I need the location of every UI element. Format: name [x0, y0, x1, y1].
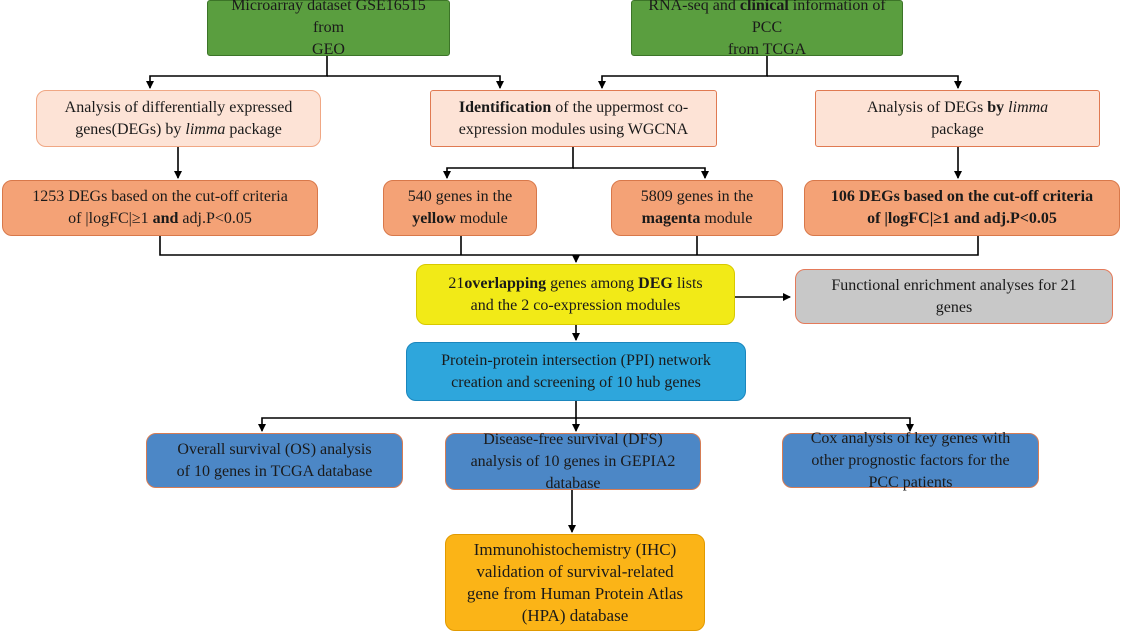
wgcna-line-2: expression modules using WGCNA — [458, 120, 689, 138]
edge-ppi-to-cox — [576, 417, 914, 432]
ihc-line-4: (HPA) database — [521, 605, 629, 625]
dfs-line-2: analysis of 10 genes in GEPIA2 — [470, 452, 676, 470]
ihc-line-2: validation of survival-related — [476, 561, 674, 581]
dfs-line-1: Disease-free survival (DFS) — [483, 430, 663, 448]
overlap-line-1a: 21 — [448, 274, 465, 292]
degs-1253-box: 1253 DEGs based on the cut-off criteria … — [2, 180, 318, 236]
tcga-line-1c: information of PCC — [751, 0, 886, 36]
degs-1253-line-2c: adj.P<0.05 — [178, 210, 252, 227]
cox-analysis-box: Cox analysis of key genes with other pro… — [782, 430, 1039, 491]
edge-merge — [159, 236, 979, 256]
os-analysis-box: Overall survival (OS) analysis of 10 gen… — [146, 433, 403, 488]
degs-106-line-1: 106 DEGs based on the cut-off criteria — [830, 188, 1094, 205]
cox-line-1: Cox analysis of key genes with — [810, 429, 1011, 447]
geo-dataset-box: Microarray dataset GSE16515 from GEO — [207, 0, 450, 58]
yellow-module-line-2a: yellow — [412, 210, 456, 227]
degs-limma-right-line-2: package — [931, 120, 984, 138]
tcga-dataset-box: RNA-seq and clinical information of PCC … — [631, 0, 903, 58]
tcga-line-1a: RNA-seq and — [648, 0, 740, 14]
overlap-line-1d: DEG — [638, 274, 673, 292]
degs-limma-left-line-2a: genes(DEGs) by — [75, 120, 186, 138]
enrichment-box: Functional enrichment analyses for 21 ge… — [795, 269, 1113, 324]
degs-limma-right-line-1b: by — [987, 98, 1009, 116]
magenta-module-line-2b: module — [700, 210, 753, 227]
magenta-module-line-1: 5809 genes in the — [640, 188, 754, 205]
wgcna-box: Identification of the uppermost co- expr… — [430, 90, 717, 147]
degs-limma-left-line-2c: package — [225, 120, 282, 138]
os-line-2: of 10 genes in TCGA database — [176, 462, 373, 480]
degs-106-line-2: of |logFC|≥1 and adj.P<0.05 — [867, 210, 1057, 227]
geo-line-1: Microarray dataset GSE16515 from — [231, 0, 426, 36]
degs-1253-line-2a: of |logFC|≥1 — [68, 210, 153, 227]
enrichment-line-1: Functional enrichment analyses for 21 — [831, 276, 1077, 294]
edge-tcga-to-degs-right — [767, 75, 962, 89]
tcga-line-2: from TCGA — [727, 41, 807, 58]
yellow-module-line-2b: module — [455, 210, 508, 227]
degs-106-box: 106 DEGs based on the cut-off criteria o… — [804, 180, 1120, 236]
degs-limma-right-box: Analysis of DEGs by limma package — [815, 90, 1100, 147]
dfs-analysis-box: Disease-free survival (DFS) analysis of … — [445, 431, 701, 492]
edge-geo-split — [146, 56, 328, 89]
wgcna-line-1b: of the uppermost co- — [551, 98, 689, 116]
ppi-line-2: creation and screening of 10 hub genes — [451, 373, 701, 391]
ihc-line-3: gene from Human Protein Atlas — [466, 583, 684, 603]
yellow-module-box: 540 genes in the yellow module — [383, 180, 537, 236]
degs-limma-left-line-1: Analysis of differentially expressed — [64, 98, 293, 116]
magenta-module-box: 5809 genes in the magenta module — [611, 180, 783, 236]
edge-wgcna-to-magenta — [573, 167, 709, 179]
ppi-line-1: Protein-protein intersection (PPI) netwo… — [441, 351, 711, 369]
edge-tcga-split — [598, 56, 768, 89]
degs-1253-line-1: 1253 DEGs based on the cut-off criteria — [32, 188, 288, 205]
degs-limma-left-line-2b: limma — [185, 120, 226, 138]
ihc-line-1: Immunohistochemistry (IHC) — [473, 539, 677, 559]
overlap-line-2: and the 2 co-expression modules — [470, 296, 681, 314]
ihc-validation-box: Immunohistochemistry (IHC) validation of… — [445, 534, 705, 631]
edge-geo-to-wgcna — [327, 75, 504, 89]
magenta-module-line-2a: magenta — [641, 210, 701, 227]
overlap-genes-box: 21overlapping genes among DEG lists and … — [416, 264, 735, 325]
degs-limma-right-line-1c: limma — [1008, 98, 1049, 116]
overlap-line-1e: lists — [672, 274, 703, 292]
tcga-line-1b: clinical — [739, 0, 789, 14]
degs-limma-left-box: Analysis of differentially expressed gen… — [36, 90, 321, 147]
degs-1253-line-2b: and — [152, 210, 179, 227]
edge-wgcna-split — [443, 147, 574, 179]
dfs-line-3: database — [545, 474, 601, 492]
degs-limma-right-line-1a: Analysis of DEGs — [866, 98, 988, 116]
ppi-network-box: Protein-protein intersection (PPI) netwo… — [406, 342, 746, 401]
cox-line-2: other prognostic factors for the — [811, 451, 1010, 469]
os-line-1: Overall survival (OS) analysis — [177, 440, 372, 458]
edge-ppi-split — [258, 401, 577, 432]
cox-line-3: PCC patients — [868, 473, 953, 491]
wgcna-line-1a: Identification — [458, 98, 552, 116]
overlap-line-1c: genes among — [546, 274, 639, 292]
geo-line-2: GEO — [312, 41, 345, 58]
yellow-module-line-1: 540 genes in the — [407, 188, 513, 205]
enrichment-line-2: genes — [935, 298, 973, 316]
overlap-line-1b: overlapping — [464, 274, 547, 292]
